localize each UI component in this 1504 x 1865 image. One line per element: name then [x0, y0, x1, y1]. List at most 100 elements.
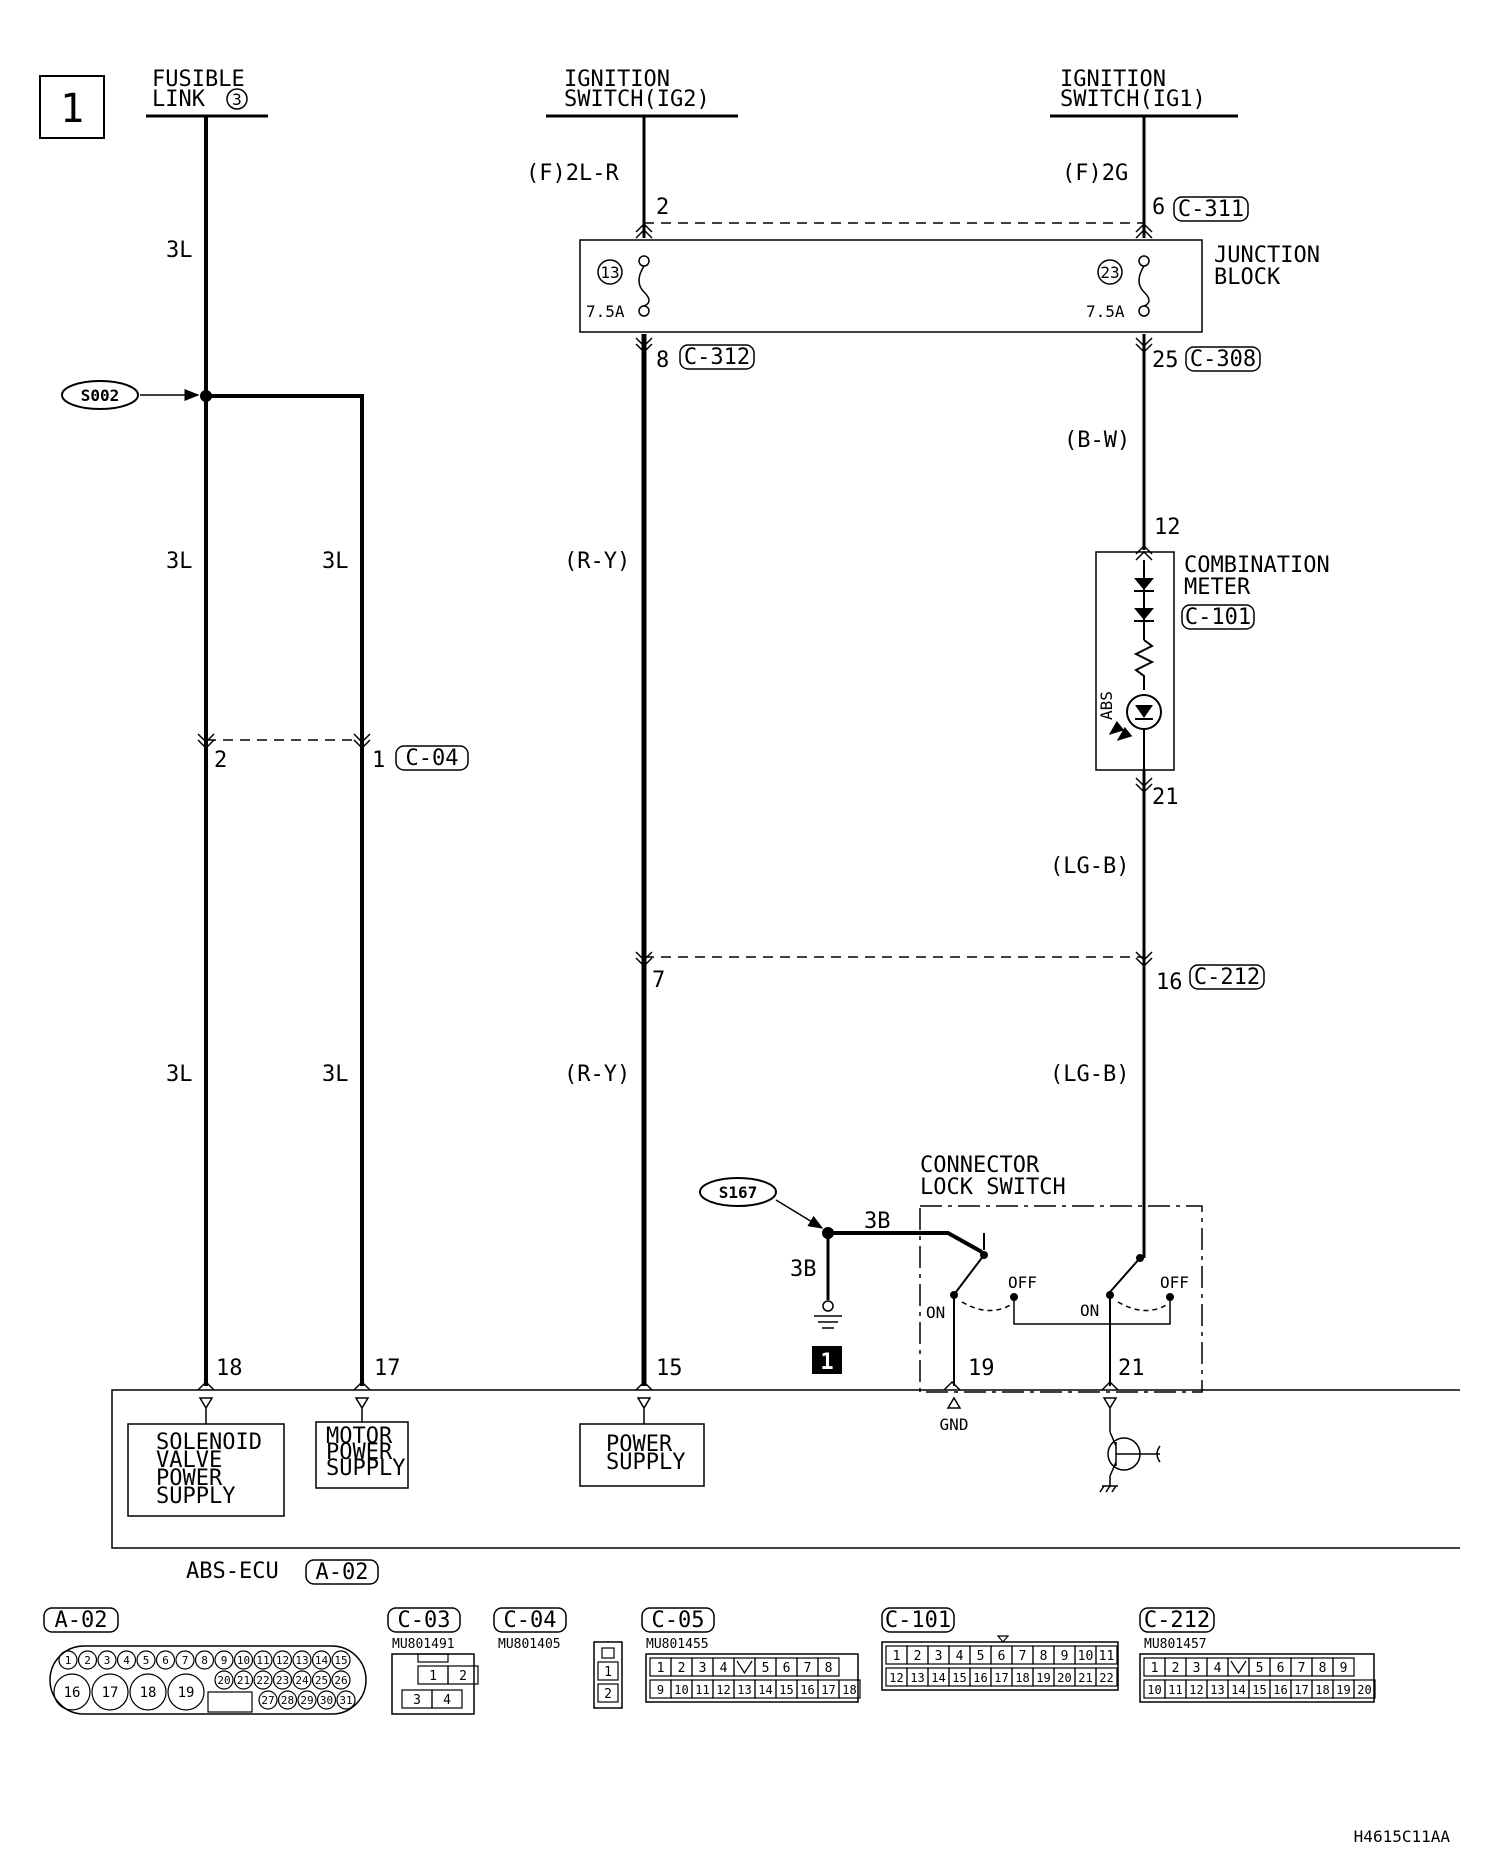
- connector-pin: 17: [91, 1673, 129, 1711]
- svg-text:25: 25: [315, 1674, 328, 1687]
- svg-text:13: 13: [295, 1654, 308, 1667]
- svg-text:11: 11: [695, 1683, 709, 1697]
- connector-pin: 10: [1143, 1679, 1166, 1699]
- svg-text:ABS: ABS: [1097, 691, 1116, 720]
- svg-text:SWITCH(IG2): SWITCH(IG2): [564, 87, 710, 112]
- svg-text:13: 13: [600, 263, 619, 282]
- svg-text:19: 19: [178, 1685, 195, 1701]
- svg-text:15: 15: [1252, 1683, 1266, 1697]
- svg-text:31: 31: [339, 1694, 352, 1707]
- connector-pin: 3: [401, 1689, 433, 1709]
- connector-pin: 5: [969, 1645, 992, 1665]
- svg-text:18: 18: [1315, 1683, 1329, 1697]
- connector-pin: 5: [136, 1650, 156, 1670]
- connector-pin: 2: [447, 1665, 479, 1685]
- ecu-power-block: POWER SUPPLY: [579, 1423, 705, 1487]
- svg-text:29: 29: [300, 1694, 313, 1707]
- connector-pin: 10: [670, 1679, 693, 1699]
- svg-text:5: 5: [762, 1661, 770, 1676]
- svg-text:28: 28: [281, 1694, 294, 1707]
- ecu-solenoid-block: SOLENOID VALVE POWER SUPPLY: [127, 1423, 285, 1517]
- wire-label-3l-low-a: 3L: [166, 1062, 193, 1087]
- connector-pin: 9: [214, 1650, 234, 1670]
- svg-text:1: 1: [604, 1665, 612, 1680]
- connector-pin: 4: [712, 1657, 735, 1677]
- connector-pin: 4: [948, 1645, 971, 1665]
- connector-pin: 28: [277, 1690, 298, 1710]
- connector-pin: 2: [77, 1650, 98, 1670]
- connector-pin: 31: [336, 1690, 356, 1710]
- connector-pin: [1227, 1657, 1250, 1677]
- connector-pin: 20: [214, 1670, 234, 1690]
- svg-text:7: 7: [1019, 1649, 1027, 1664]
- svg-text:11: 11: [1099, 1649, 1115, 1664]
- svg-text:5: 5: [1256, 1661, 1264, 1676]
- svg-text:1: 1: [820, 1350, 833, 1375]
- svg-text:METER: METER: [1184, 575, 1251, 600]
- connector-pin: 16: [53, 1673, 91, 1711]
- connector-pin: [733, 1657, 756, 1677]
- connector-pin: 21: [1074, 1667, 1097, 1687]
- svg-text:LINK: LINK: [152, 87, 206, 112]
- combination-meter: COMBINATION METER C-101 ABS: [1095, 551, 1330, 771]
- svg-text:10: 10: [1078, 1649, 1094, 1664]
- pin-2-ig2: 2: [656, 195, 669, 220]
- svg-text:18: 18: [140, 1685, 157, 1701]
- connector-chevrons: [197, 222, 1153, 1391]
- pin-25: 25: [1152, 348, 1179, 373]
- connector-pin: 16: [1269, 1679, 1292, 1699]
- connector-pin: 14: [1227, 1679, 1250, 1699]
- connector-pin: 6: [155, 1650, 176, 1670]
- connector-pin: 6: [775, 1657, 798, 1677]
- svg-text:13: 13: [1210, 1683, 1224, 1697]
- svg-text:2: 2: [678, 1661, 686, 1676]
- svg-text:13: 13: [737, 1683, 751, 1697]
- svg-text:10: 10: [1147, 1683, 1161, 1697]
- svg-text:16: 16: [973, 1671, 987, 1685]
- connector-pin: 19: [1332, 1679, 1355, 1699]
- svg-text:24: 24: [295, 1674, 309, 1687]
- ref-c308: C-308: [1185, 346, 1261, 372]
- connector-pin: 10: [1074, 1645, 1097, 1665]
- svg-text:SOLENOID: SOLENOID: [156, 1430, 262, 1455]
- connector-pin: 22: [1095, 1667, 1118, 1687]
- svg-text:2: 2: [459, 1669, 467, 1684]
- pin-21-ecu: 21: [1118, 1356, 1145, 1381]
- connector-pin: 18: [838, 1679, 861, 1699]
- svg-text:LOCK SWITCH: LOCK SWITCH: [920, 1175, 1066, 1200]
- connector-pin: 8: [817, 1657, 840, 1677]
- ecu-transistor-icon: [1099, 1431, 1161, 1493]
- page-marker: 1: [39, 75, 105, 139]
- connector-pin: 21: [233, 1670, 254, 1690]
- svg-text:5: 5: [143, 1654, 150, 1667]
- svg-text:8: 8: [825, 1661, 833, 1676]
- connector-pin: 11: [1164, 1679, 1187, 1699]
- source-fusible-link: FUSIBLE LINK 3: [146, 67, 268, 118]
- connector-pin: 16: [796, 1679, 819, 1699]
- connector-pin: 29: [297, 1690, 317, 1710]
- svg-text:IGNITION: IGNITION: [564, 67, 670, 92]
- svg-text:2: 2: [84, 1654, 91, 1667]
- connector-pin: 9: [1053, 1645, 1076, 1665]
- connector-pin: 5: [1248, 1657, 1271, 1677]
- svg-text:10: 10: [674, 1683, 688, 1697]
- connector-pin: 15: [775, 1679, 798, 1699]
- svg-text:S167: S167: [719, 1183, 758, 1202]
- svg-text:2: 2: [914, 1649, 922, 1664]
- svg-text:14: 14: [758, 1683, 772, 1697]
- svg-text:C-04: C-04: [406, 746, 459, 771]
- svg-text:S002: S002: [81, 386, 120, 405]
- svg-text:17: 17: [821, 1683, 835, 1697]
- connector-pin: 8: [1311, 1657, 1334, 1677]
- connector-pin: 23: [272, 1670, 293, 1690]
- svg-text:1: 1: [657, 1661, 665, 1676]
- pin-15: 15: [656, 1356, 683, 1381]
- ecu-motor-block: MOTOR POWER SUPPLY: [315, 1421, 409, 1489]
- pin-17: 17: [374, 1356, 401, 1381]
- connector-pin: 14: [311, 1650, 332, 1670]
